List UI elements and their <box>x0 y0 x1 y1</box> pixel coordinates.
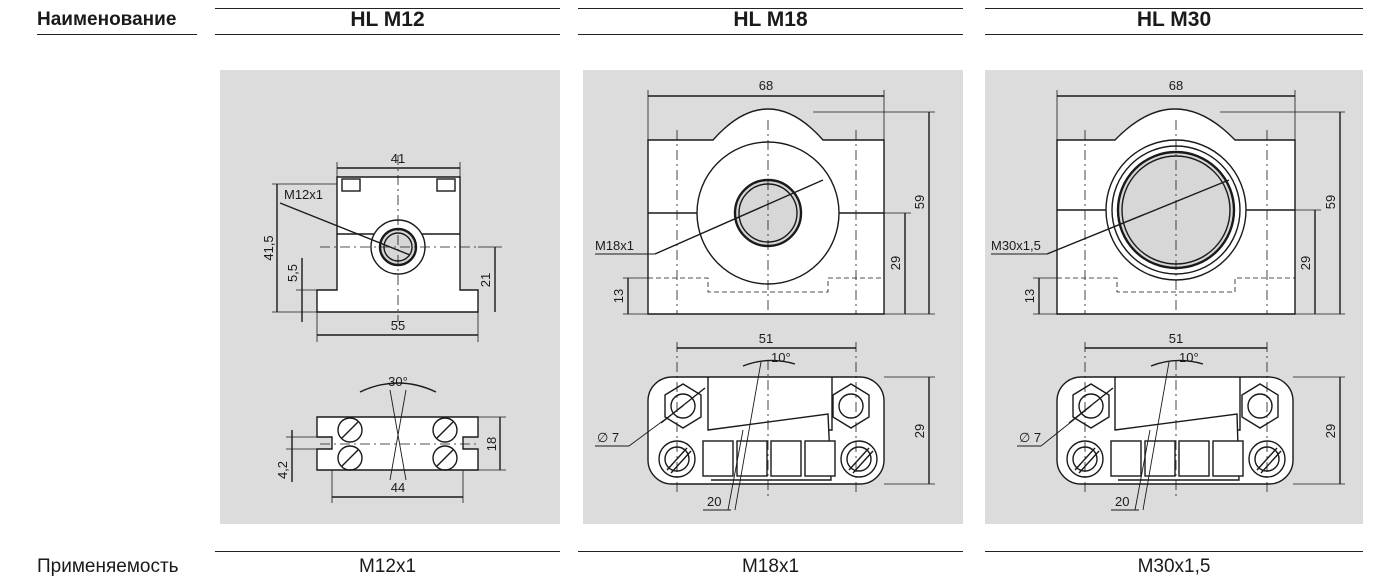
header-label-cell: Наименование <box>37 8 197 35</box>
bottom-rule <box>578 551 963 552</box>
dim-height-bottom: 29 <box>1323 424 1338 438</box>
drawing-panel-m18: 68 M18x1 59 29 13 51 10° ∅ 7 29 20 <box>583 70 963 524</box>
drawing-panel-m30: 68 M30x1,5 59 29 13 51 10° ∅ 7 29 20 <box>985 70 1363 524</box>
header-column-m18: HL M18 <box>578 8 963 35</box>
footer-value-m30: M30x1,5 <box>1137 556 1211 577</box>
column-title: HL M18 <box>733 8 808 31</box>
dim-thread: M18x1 <box>595 238 634 253</box>
dim-clamp-width: 20 <box>1115 494 1129 509</box>
dim-height-center: 29 <box>888 256 903 270</box>
dim-height-total: 59 <box>1323 195 1338 209</box>
top-rule <box>985 8 1363 9</box>
dim-width-holes: 51 <box>1169 331 1183 346</box>
dim-angle: 30° <box>388 374 408 389</box>
bottom-rule <box>215 551 560 552</box>
top-rule <box>215 8 560 9</box>
dim-hole-dia: ∅ 7 <box>597 430 619 445</box>
dim-width-top: 68 <box>759 78 773 93</box>
footer-value-m12: M12x1 <box>358 556 417 577</box>
dim-base-height: 13 <box>1022 289 1037 303</box>
technical-drawing-m18: 68 M18x1 59 29 13 51 10° ∅ 7 29 20 <box>595 78 935 511</box>
header-column-m30: HL M30 <box>985 8 1363 35</box>
dim-height-bottom: 18 <box>484 437 499 451</box>
column-title: HL M30 <box>1136 8 1212 31</box>
dim-width-holes: 44 <box>391 480 405 495</box>
dim-width-base: 55 <box>391 318 405 333</box>
dim-thread: M30x1,5 <box>991 238 1041 253</box>
column-title: HL M12 <box>350 8 425 31</box>
dim-width-top: 68 <box>1169 78 1183 93</box>
dim-base-height: 13 <box>611 289 626 303</box>
footer-label: Применяемость <box>37 556 179 577</box>
bottom-rule <box>985 551 1363 552</box>
dim-clamp-width: 20 <box>707 494 721 509</box>
drawing-panel-m12: 41 M12x1 41,5 5,5 21 55 30° 4,2 18 44 <box>220 70 560 524</box>
dim-height-center: 21 <box>478 273 493 287</box>
dim-offset: 5,5 <box>285 264 300 282</box>
dim-thread: M12x1 <box>284 187 323 202</box>
dim-angle: 10° <box>771 350 791 365</box>
dim-height-total: 41,5 <box>261 235 276 260</box>
dim-height-center: 29 <box>1298 256 1313 270</box>
top-rule <box>578 8 963 9</box>
dim-height-total: 59 <box>912 195 927 209</box>
header-label: Наименование <box>37 9 177 30</box>
dim-width-holes: 51 <box>759 331 773 346</box>
footer-value-m18: M18x1 <box>741 556 800 577</box>
dim-height-bottom: 29 <box>912 424 927 438</box>
dim-angle: 10° <box>1179 350 1199 365</box>
technical-drawing-m12: 41 M12x1 41,5 5,5 21 55 30° 4,2 18 44 <box>261 151 506 503</box>
dim-width-top: 41 <box>391 151 405 166</box>
technical-drawing-m30: 68 M30x1,5 59 29 13 51 10° ∅ 7 29 20 <box>991 78 1345 511</box>
dim-hole-height: 4,2 <box>275 461 290 479</box>
dim-hole-dia: ∅ 7 <box>1019 430 1041 445</box>
header-column-m12: HL M12 <box>215 8 560 35</box>
